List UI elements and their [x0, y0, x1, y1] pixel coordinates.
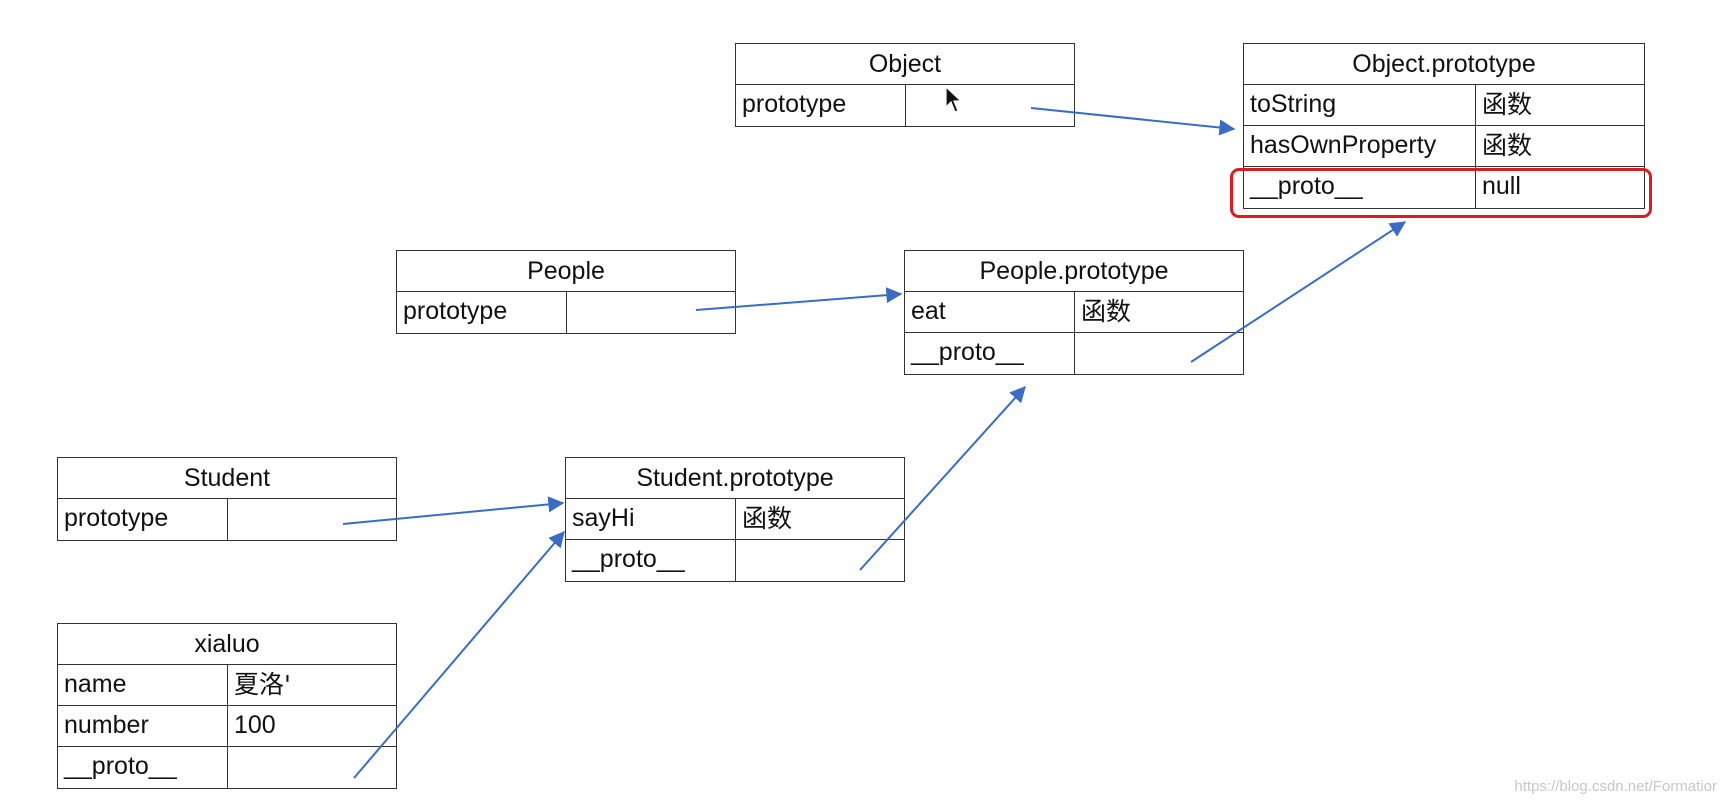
row-value [228, 499, 396, 540]
table-row: name 夏洛' [58, 665, 396, 706]
table-people-header: People [397, 251, 735, 292]
row-key: prototype [58, 499, 228, 540]
table-people-prototype: People.prototype eat 函数 __proto__ [904, 250, 1244, 375]
row-value: 函数 [1081, 297, 1132, 326]
row-value: 夏洛' [234, 670, 291, 699]
row-key: __proto__ [1244, 167, 1476, 208]
row-value: 函数 [1482, 90, 1533, 119]
table-object-prototype-header: Object.prototype [1244, 44, 1644, 85]
mouse-pointer-icon [945, 86, 963, 113]
row-value [1075, 333, 1243, 374]
table-student-prototype-header: Student.prototype [566, 458, 904, 499]
table-row: __proto__ null [1244, 167, 1644, 208]
row-key: __proto__ [905, 333, 1075, 374]
table-xialuo-header: xialuo [58, 624, 396, 665]
row-value: null [1482, 172, 1521, 200]
table-row: toString 函数 [1244, 85, 1644, 126]
row-value [567, 292, 735, 333]
table-row: number 100 [58, 706, 396, 747]
row-value: 函数 [1482, 131, 1533, 160]
table-people-prototype-header: People.prototype [905, 251, 1243, 292]
table-row: hasOwnProperty 函数 [1244, 126, 1644, 167]
table-row: __proto__ [58, 747, 396, 788]
table-student-prototype: Student.prototype sayHi 函数 __proto__ [565, 457, 905, 582]
row-key: sayHi [566, 499, 736, 539]
table-object-prototype: Object.prototype toString 函数 hasOwnPrope… [1243, 43, 1645, 209]
row-key: hasOwnProperty [1244, 126, 1476, 166]
table-row: __proto__ [905, 333, 1243, 374]
row-value [228, 747, 396, 788]
table-row: eat 函数 [905, 292, 1243, 333]
row-key: prototype [736, 85, 906, 126]
row-value [906, 85, 1074, 126]
row-value: 100 [234, 711, 276, 739]
table-xialuo: xialuo name 夏洛' number 100 __proto__ [57, 623, 397, 789]
row-key: __proto__ [58, 747, 228, 788]
table-row: __proto__ [566, 540, 904, 581]
table-object: Object prototype [735, 43, 1075, 127]
row-key: eat [905, 292, 1075, 332]
table-row: prototype [58, 499, 396, 540]
row-key: number [58, 706, 228, 746]
table-row: sayHi 函数 [566, 499, 904, 540]
row-key: name [58, 665, 228, 705]
row-value [736, 540, 904, 581]
table-student: Student prototype [57, 457, 397, 541]
row-key: __proto__ [566, 540, 736, 581]
table-people: People prototype [396, 250, 736, 334]
table-object-header: Object [736, 44, 1074, 85]
row-key: prototype [397, 292, 567, 333]
row-key: toString [1244, 85, 1476, 125]
table-row: prototype [397, 292, 735, 333]
table-student-header: Student [58, 458, 396, 499]
watermark-text: https://blog.csdn.net/Formatior [1514, 778, 1717, 795]
row-value: 函数 [742, 504, 793, 533]
table-row: prototype [736, 85, 1074, 126]
